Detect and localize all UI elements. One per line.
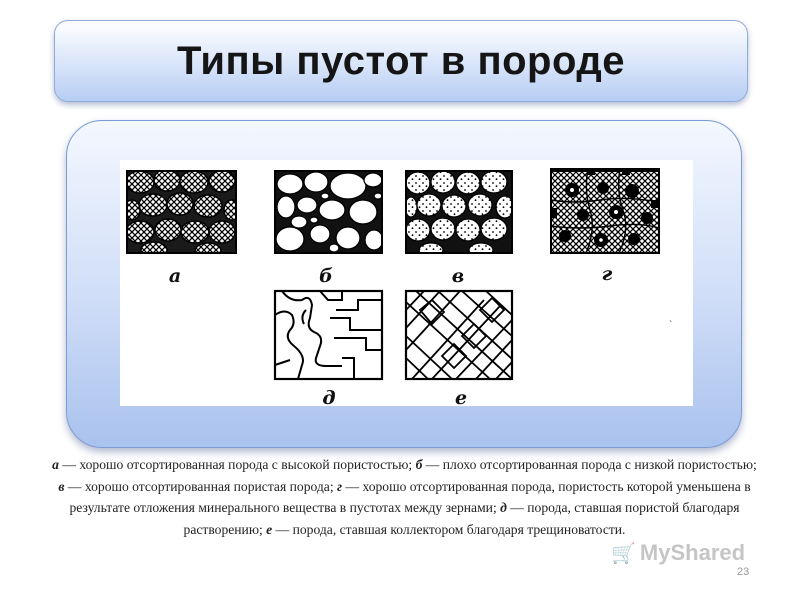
caption-text-b: — плохо отсортированная порода с низкой … [422, 457, 757, 472]
caption-text-a: — хорошо отсортированная порода с высоко… [58, 457, 416, 472]
watermark-text: MyShared [639, 540, 746, 565]
panel-g [551, 169, 659, 253]
label-v: в [452, 265, 464, 287]
label-a: а [169, 265, 181, 287]
watermark-logo: 🛒MyShared [611, 540, 745, 566]
caption-key-v: в [58, 478, 65, 494]
label-d: д [322, 387, 335, 406]
figure-caption: а — хорошо отсортированная порода с высо… [52, 454, 757, 540]
caption-key-a: а [52, 457, 59, 472]
caption-key-b: б [415, 457, 423, 472]
cart-icon: 🛒 [611, 543, 636, 565]
panel-a [127, 171, 236, 253]
stray-mark: ` [669, 320, 672, 331]
label-e: е [455, 387, 467, 406]
caption-text-g: — хорошо отсортированная порода, пористо… [69, 478, 751, 516]
panel-e [404, 289, 514, 381]
caption-text-e: — порода, ставшая коллектором благодаря … [272, 521, 626, 537]
label-b: б [319, 265, 333, 287]
panel-v [406, 171, 512, 253]
pore-types-diagram: а б в г д е ` [126, 168, 672, 406]
pore-types-figure: а б в г д е ` [120, 160, 693, 406]
panel-b [275, 171, 382, 253]
caption-text-v: — хорошо отсортированная пористая порода… [64, 478, 338, 494]
panel-d [273, 289, 384, 381]
caption-key-e: е [266, 521, 273, 537]
title-banner: Типы пустот в породе [54, 20, 748, 102]
page-number: 23 [737, 566, 750, 578]
slide-title: Типы пустот в породе [176, 38, 626, 83]
caption-text-d: — порода, ставшая пористой благодаря рас… [183, 500, 740, 537]
label-g: г [602, 263, 613, 285]
caption-key-g: г [337, 478, 343, 494]
caption-key-d: д [500, 500, 507, 516]
